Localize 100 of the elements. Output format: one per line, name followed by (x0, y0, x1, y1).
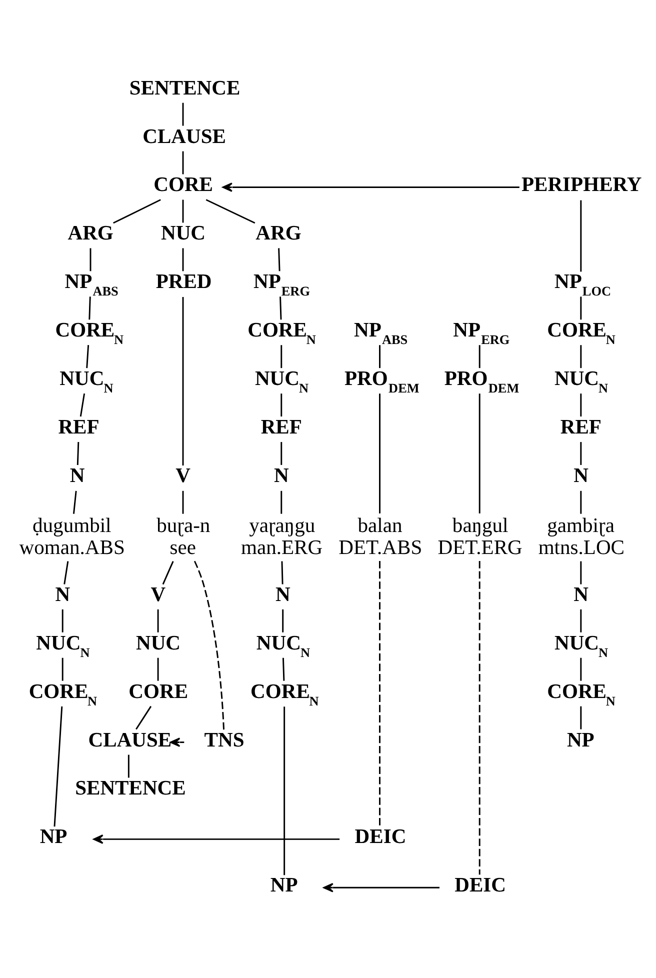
node-text: NUC$_{N}$ (256, 632, 310, 660)
connector (284, 706, 286, 876)
node-text: NP$_{ERG}$ (253, 271, 310, 299)
connector (182, 151, 184, 174)
connector (136, 706, 152, 730)
node-text: CORE (154, 174, 214, 196)
connector (580, 345, 582, 368)
node-text: CORE$_{N}$ (248, 320, 316, 348)
connector (379, 345, 380, 368)
node-text: balan DET.ABS (338, 514, 422, 559)
node-text: N (70, 464, 85, 487)
node-text: DEIC (454, 874, 506, 897)
node-text: ARG (68, 222, 114, 245)
connector (182, 490, 184, 514)
connector (580, 442, 582, 465)
node-text: CLAUSE (142, 126, 226, 148)
node-text: PRO$_{DEM}$ (444, 368, 520, 396)
node-text: SENTENCE (75, 778, 186, 800)
node-text: NP$_{ABS}$ (354, 320, 408, 348)
node-text: N (276, 584, 290, 606)
connector (580, 658, 582, 681)
connector (280, 442, 282, 465)
node-text: NUC$_{N}$ (554, 632, 608, 660)
node-text: baŋgul DET.ERG (438, 514, 522, 559)
node-text: NUC$_{N}$ (254, 368, 309, 396)
connector (379, 394, 380, 514)
node-text: NP (270, 874, 298, 897)
connector (478, 561, 480, 875)
node-text: yaɽaŋgu man.ERG (241, 514, 323, 559)
arrow (93, 834, 340, 844)
connector (72, 490, 77, 514)
connector (280, 345, 282, 368)
connector (580, 609, 582, 632)
node-text: gambiɽa mtns.LOC (538, 514, 625, 559)
connector (182, 102, 184, 126)
connector (162, 560, 174, 585)
connector (80, 393, 86, 417)
node-text: N (574, 464, 588, 487)
connector (113, 199, 161, 224)
node-text: TNS (204, 729, 244, 752)
node-text: NUC$_{N}$ (60, 368, 114, 396)
node-text: CORE$_{N}$ (28, 680, 98, 708)
connector (76, 442, 80, 465)
node-text: N (55, 584, 70, 606)
node-text: NP (40, 826, 68, 848)
node-text: CORE$_{N}$ (55, 320, 124, 348)
node-text: NP$_{ERG}$ (453, 320, 510, 348)
connector (379, 561, 380, 826)
arrow (323, 882, 440, 892)
node-text: REF (58, 416, 100, 438)
connector (64, 561, 69, 584)
connector (281, 561, 284, 584)
connector (580, 296, 582, 320)
connector (282, 609, 284, 632)
connector (182, 297, 184, 466)
arrow (170, 738, 184, 747)
node-text: SENTENCE (129, 77, 240, 100)
node-text: N (274, 464, 289, 487)
connector (206, 199, 256, 224)
node-text: V (176, 464, 191, 487)
node-text: buɽa-n see (156, 514, 210, 559)
node-text: CLAUSE (88, 729, 172, 752)
node-text: PRO$_{DEM}$ (344, 368, 420, 396)
node-text: REF (260, 416, 302, 438)
connector (280, 490, 282, 514)
connector (182, 200, 184, 223)
connector (62, 609, 64, 632)
connector (580, 394, 582, 416)
node-text: NP$_{ABS}$ (64, 271, 118, 299)
node-text: PRED (156, 271, 212, 294)
connector (182, 248, 184, 272)
connector (580, 490, 582, 514)
connector (54, 706, 63, 827)
node-text: REF (560, 416, 602, 438)
node-text: NP$_{LOC}$ (554, 271, 612, 299)
connector (580, 561, 582, 584)
node-text: NUC (136, 632, 181, 654)
connector (282, 658, 285, 681)
node-text: CORE$_{N}$ (547, 320, 616, 348)
connector (280, 296, 282, 320)
node-text: DEIC (354, 826, 406, 848)
connector (86, 345, 90, 368)
node-text: N (574, 584, 588, 606)
connector (580, 200, 582, 272)
node-text: ḍugumbil woman.ABS (19, 514, 125, 559)
connector (280, 394, 282, 416)
node-text: V (150, 584, 166, 606)
node-text: CORE$_{N}$ (547, 680, 616, 708)
connector (478, 345, 480, 368)
node-text: PERIPHERY (521, 174, 642, 196)
connector (62, 658, 64, 681)
connector (478, 394, 480, 514)
node-text: NUC$_{N}$ (554, 368, 608, 396)
node-text: CORE$_{N}$ (250, 680, 319, 708)
connector (580, 706, 582, 730)
node-text: NP (566, 729, 594, 752)
connector (90, 248, 92, 272)
node-text: ARG (256, 222, 302, 245)
connector (157, 658, 159, 681)
node-text: CORE (128, 680, 188, 703)
